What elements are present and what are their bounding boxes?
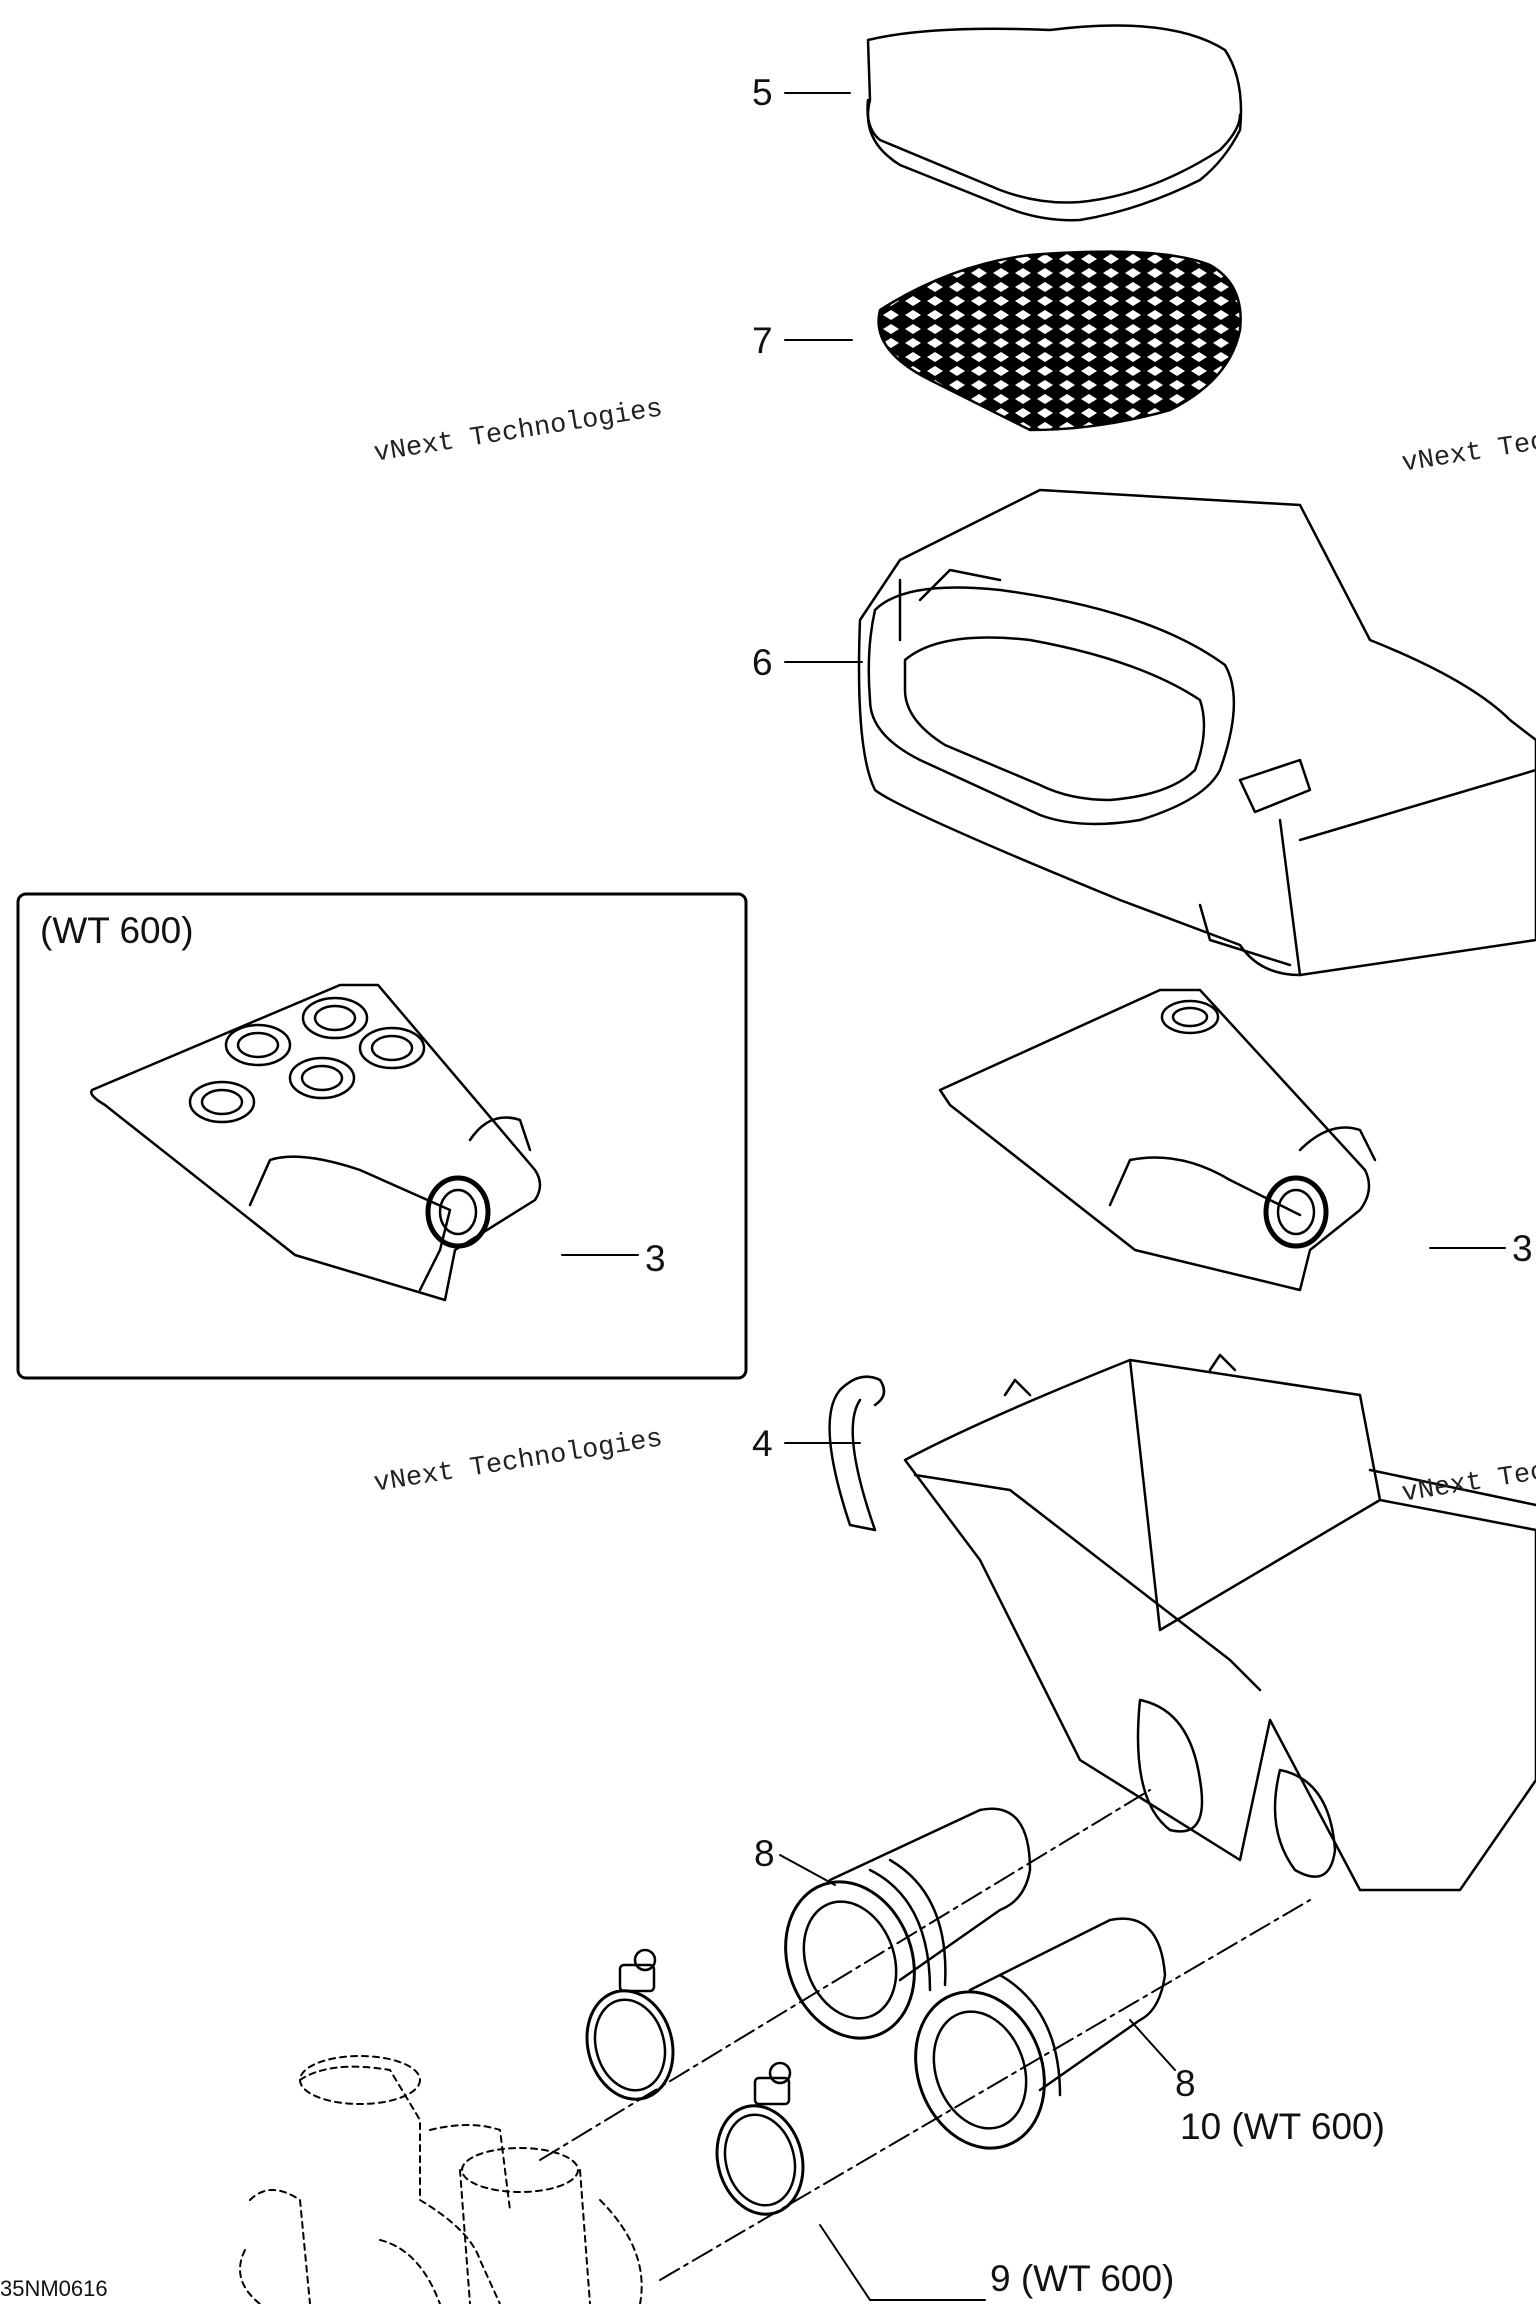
clamp-part-9-upper (585, 1948, 675, 2101)
leader-lines (561, 92, 1506, 2301)
air-silencer-base-part-3 (938, 988, 1377, 1292)
carburetors-reference (239, 2055, 643, 2304)
airbox-cover-part-6 (857, 488, 1536, 977)
callout-4: 4 (752, 1423, 773, 1464)
callout-5: 5 (752, 72, 773, 113)
callout-3: 3 (1512, 1228, 1533, 1269)
callout-8-upper: 8 (754, 1833, 775, 1874)
inset-title: (WT 600) (40, 910, 194, 951)
rubber-adaptor-part-8-upper (784, 1807, 1032, 2040)
foam-pad-part-5 (866, 24, 1243, 222)
rubber-adaptor-part-8-lower (914, 1917, 1167, 2150)
clip-part-4 (828, 1375, 886, 1532)
airbox-lower-housing (903, 1353, 1536, 1892)
mesh-screen-part-7 (877, 250, 1242, 432)
inset-box (16, 892, 748, 1380)
callout-7: 7 (752, 320, 773, 361)
callout-6: 6 (752, 642, 773, 683)
callout-8-lower: 8 (1175, 2063, 1196, 2104)
center-lines (539, 1789, 1311, 2281)
callout-3-inset: 3 (645, 1238, 666, 1279)
figure-code: 35NM0616 (0, 2276, 108, 2301)
callout-10: 10 (WT 600) (1180, 2106, 1385, 2147)
callout-9: 9 (WT 600) (990, 2258, 1175, 2299)
air-silencer-base-wt600 (90, 983, 542, 1302)
